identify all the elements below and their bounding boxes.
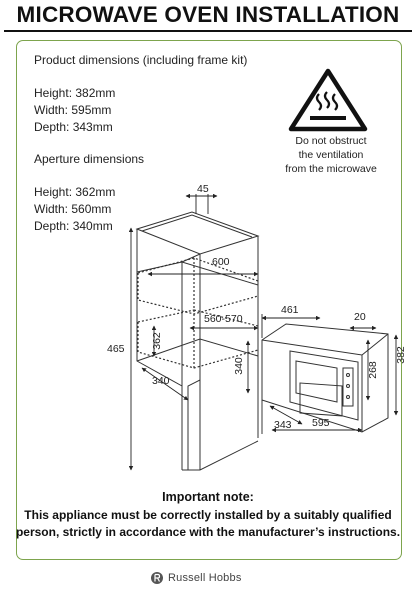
warning-line-3: from the microwave bbox=[285, 163, 377, 175]
hot-surface-warning-icon bbox=[288, 68, 368, 132]
dim-340-depth: 340 bbox=[152, 375, 170, 387]
aperture-width: Width: 560mm bbox=[34, 202, 112, 216]
aperture-height: Height: 362mm bbox=[34, 185, 116, 199]
dim-560-570: 560-570 bbox=[204, 313, 243, 325]
important-note-line-1: This appliance must be correctly install… bbox=[24, 508, 392, 522]
brand-footer: Russell Hobbs bbox=[150, 570, 242, 586]
page-title: MICROWAVE OVEN INSTALLATION bbox=[16, 2, 400, 27]
product-dimensions-heading: Product dimensions (including frame kit) bbox=[34, 53, 248, 67]
aperture-dimensions-heading: Aperture dimensions bbox=[34, 152, 145, 166]
dim-382: 382 bbox=[395, 346, 407, 364]
dim-45: 45 bbox=[197, 183, 209, 195]
dim-343: 343 bbox=[274, 419, 292, 431]
dim-20: 20 bbox=[354, 311, 366, 323]
tall-cabinet bbox=[135, 211, 260, 471]
dim-340-height: 340 bbox=[233, 357, 245, 375]
warning-line-2: the ventilation bbox=[298, 149, 364, 161]
important-note-line-2: person, strictly in accordance with the … bbox=[15, 525, 401, 539]
warning-line-1: Do not obstruct bbox=[295, 135, 367, 147]
dimension-lines bbox=[128, 193, 399, 471]
aperture-outline bbox=[137, 257, 259, 369]
dim-600: 600 bbox=[212, 256, 230, 268]
important-note-title: Important note: bbox=[162, 490, 254, 504]
dim-595: 595 bbox=[312, 417, 330, 429]
brand-name: Russell Hobbs bbox=[168, 572, 242, 584]
product-width: Width: 595mm bbox=[34, 103, 112, 117]
ventilation-warning: Do not obstruct the ventilation from the… bbox=[270, 134, 392, 176]
title-underline bbox=[4, 30, 412, 32]
dim-461: 461 bbox=[281, 304, 299, 316]
product-depth: Depth: 343mm bbox=[34, 120, 113, 134]
aperture-depth: Depth: 340mm bbox=[34, 219, 113, 233]
important-note-body: This appliance must be correctly install… bbox=[0, 507, 416, 541]
dim-268: 268 bbox=[367, 361, 379, 379]
dim-362: 362 bbox=[151, 332, 163, 350]
dimension-labels: 45 600 560-570 362 465 340 340 461 20 26… bbox=[107, 183, 407, 431]
content-frame bbox=[16, 40, 402, 560]
russell-hobbs-logo-icon bbox=[151, 572, 163, 584]
dim-465: 465 bbox=[107, 343, 125, 355]
product-height: Height: 382mm bbox=[34, 86, 116, 100]
